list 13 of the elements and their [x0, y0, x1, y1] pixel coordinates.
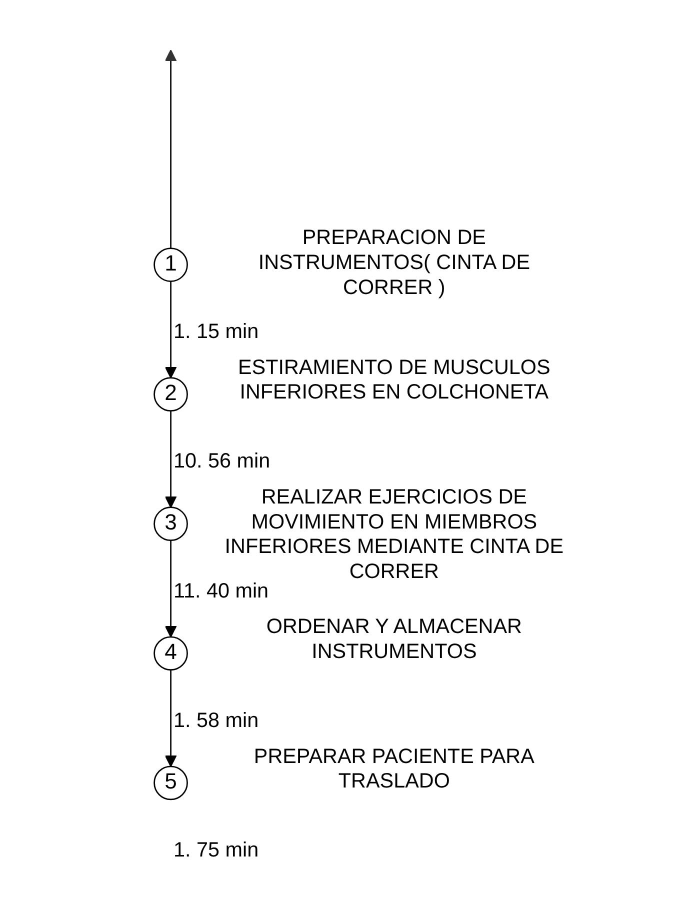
- step-circle: 4: [154, 636, 188, 671]
- step-description: ESTIRAMIENTO DE MUSCULOS INFERIORES EN COLCHONETA: [237, 356, 552, 406]
- step-description: PREPARACION DE INSTRUMENTOS( CINTA DE CORRER ): [257, 226, 532, 301]
- step-description: PREPARAR PACIENTE PARA TRASLADO: [252, 744, 536, 794]
- step-circle: 5: [154, 766, 188, 800]
- step-description: ORDENAR Y ALMACENAR INSTRUMENTOS: [265, 614, 523, 664]
- duration-label: 1. 15 min: [173, 320, 259, 344]
- duration-label: 10. 56 min: [173, 450, 270, 473]
- step-circle: 3: [154, 506, 188, 542]
- duration-label: 1. 75 min: [173, 838, 259, 862]
- duration-label: 1. 58 min: [173, 708, 259, 732]
- step-circle: 1: [154, 248, 188, 282]
- step-circle: 2: [154, 377, 188, 412]
